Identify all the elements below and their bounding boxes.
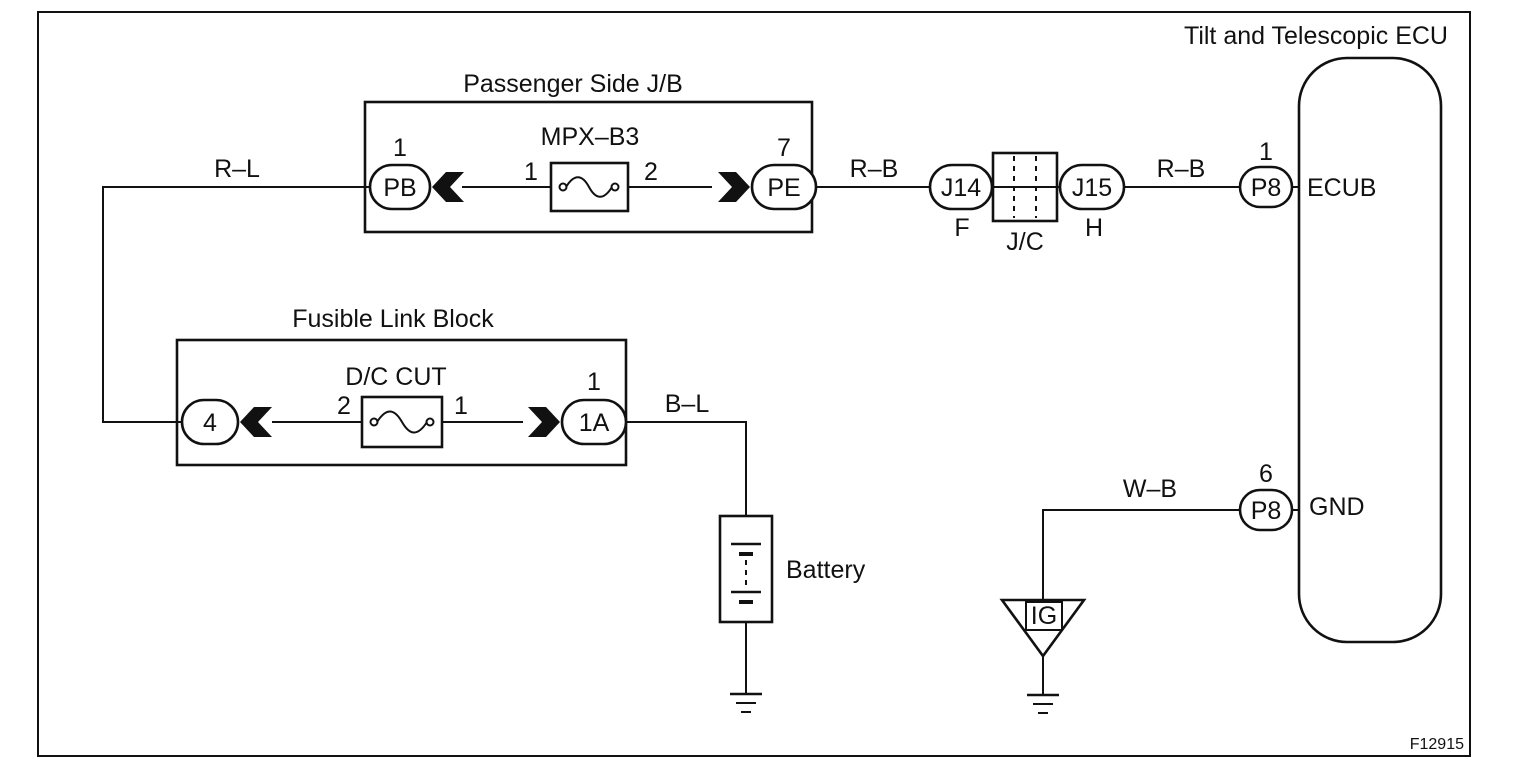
fl-fuse-terminal-right bbox=[425, 417, 435, 427]
fuse-icon bbox=[565, 176, 613, 198]
connector-1a-pin: 1 bbox=[587, 368, 601, 396]
jb-title: Passenger Side J/B bbox=[463, 70, 683, 98]
jc-box bbox=[991, 151, 1059, 223]
ecu-connectors: P8 1 P8 6 bbox=[1238, 138, 1294, 532]
connector-1a bbox=[560, 398, 628, 446]
wire-label-b-l: B–L bbox=[665, 390, 710, 418]
chevron-right-icon bbox=[718, 172, 750, 202]
chevron-left-icon bbox=[432, 172, 464, 202]
connector-p8-gnd bbox=[1238, 488, 1294, 532]
ecu-title: Tilt and Telescopic ECU bbox=[1184, 22, 1448, 50]
wire-b-l bbox=[626, 421, 747, 516]
fuse-icon bbox=[376, 410, 428, 434]
ground-icon bbox=[1027, 693, 1059, 714]
jb-box bbox=[363, 100, 814, 234]
connector-pe-label: PE bbox=[767, 174, 800, 202]
fl-fuse-pin-right: 1 bbox=[454, 392, 468, 420]
wire-label-r-b-2: R–B bbox=[1157, 155, 1206, 183]
fl-box bbox=[175, 338, 628, 467]
wire-r-l bbox=[102, 186, 370, 423]
diagram-frame bbox=[37, 11, 1471, 757]
connector-4 bbox=[180, 398, 240, 446]
connector-pe-pin: 7 bbox=[777, 134, 791, 162]
wires bbox=[102, 186, 1300, 695]
connector-p8-ecub bbox=[1238, 165, 1294, 209]
battery-label: Battery bbox=[786, 556, 866, 584]
connector-pe bbox=[750, 163, 818, 211]
connector-j14-pin: F bbox=[954, 214, 969, 242]
ecu-pin-gnd: GND bbox=[1309, 493, 1365, 521]
connector-p8-ecub-pin: 1 bbox=[1259, 138, 1273, 166]
jb-fuse-pin-left: 1 bbox=[524, 158, 538, 186]
junction-connector: J14 F J/C J15 H bbox=[928, 151, 1126, 256]
fl-fuse-pin-left: 2 bbox=[337, 392, 351, 420]
passenger-side-jb: Passenger Side J/B MPX–B3 1 2 PB 1 PE 7 bbox=[363, 70, 818, 234]
ecu-body bbox=[1297, 56, 1443, 644]
ig-triangle bbox=[999, 598, 1087, 659]
fl-fuse-label: D/C CUT bbox=[345, 363, 446, 391]
wire-label-r-b-1: R–B bbox=[850, 155, 899, 183]
figure-id: F12915 bbox=[1410, 736, 1464, 753]
connector-j14-label: J14 bbox=[941, 174, 981, 202]
connector-j15-pin: H bbox=[1085, 214, 1103, 242]
connector-pb-pin: 1 bbox=[393, 134, 407, 162]
connector-pb bbox=[368, 163, 432, 211]
jb-fuse-label: MPX–B3 bbox=[541, 123, 640, 151]
connector-j15 bbox=[1058, 163, 1126, 211]
jc-label: J/C bbox=[1006, 228, 1044, 256]
wire-label-r-l: R–L bbox=[214, 155, 260, 183]
ig-label: IG bbox=[1031, 602, 1057, 630]
connector-p8-gnd-pin: 6 bbox=[1259, 460, 1273, 488]
fl-fuse-terminal-left bbox=[369, 417, 379, 427]
connector-pb-label: PB bbox=[383, 174, 416, 202]
jb-fuse-terminal-right bbox=[610, 182, 620, 192]
jb-fuse-terminal-left bbox=[558, 182, 568, 192]
fusible-link-block: Fusible Link Block D/C CUT 2 1 4 1A 1 bbox=[175, 305, 628, 467]
jb-fuse-pin-right: 2 bbox=[644, 158, 658, 186]
connector-p8-ecub-label: P8 bbox=[1251, 174, 1282, 202]
wire-w-b bbox=[1042, 509, 1240, 600]
battery-body bbox=[718, 514, 774, 624]
ecu-pin-ecub: ECUB bbox=[1307, 174, 1376, 202]
connector-j15-label: J15 bbox=[1072, 174, 1112, 202]
chevron-right-icon bbox=[528, 407, 560, 437]
ground-icon bbox=[730, 692, 762, 713]
fl-fuse-body bbox=[360, 395, 444, 449]
chevron-left-icon bbox=[240, 407, 272, 437]
ecu: Tilt and Telescopic ECU ECUB GND bbox=[1184, 22, 1448, 644]
connector-1a-label: 1A bbox=[579, 409, 610, 437]
jb-fuse-body bbox=[549, 161, 630, 213]
battery: Battery bbox=[718, 514, 866, 624]
ig-label-box bbox=[1025, 601, 1063, 631]
ig-source: IG bbox=[999, 598, 1087, 659]
connector-p8-gnd-label: P8 bbox=[1251, 497, 1282, 525]
wire-label-w-b: W–B bbox=[1123, 475, 1177, 503]
connector-4-label: 4 bbox=[203, 409, 217, 437]
fl-title: Fusible Link Block bbox=[292, 305, 494, 333]
